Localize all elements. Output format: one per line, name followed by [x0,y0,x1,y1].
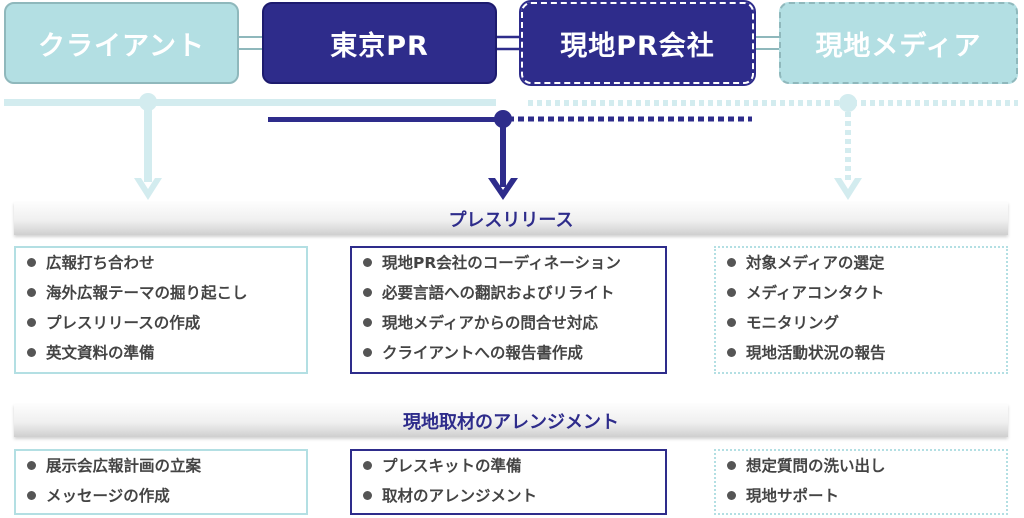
flow-box-tokyo-pr: 東京PR [262,2,497,84]
task-box-media-coverage: 想定質問の洗い出し 現地サポート [714,449,1008,515]
task-box-media-press: 対象メディアの選定 メディアコンタクト モニタリング 現地活動状況の報告 [714,246,1008,374]
task-box-client-coverage: 展示会広報計画の立案 メッセージの作成 [14,449,308,515]
flow-box-local-media-label: 現地メディア [815,30,982,62]
flow-box-client: クライアント [4,2,239,84]
flow-box-local-pr-label: 現地PR会社 [560,30,715,62]
task-item: プレスキットの準備 [362,455,665,485]
task-item: 取材のアレンジメント [362,485,665,515]
task-item: 英文資料の準備 [26,342,306,372]
task-item: プレスリリースの作成 [26,312,306,342]
flow-box-tokyo-pr-label: 東京PR [330,30,429,62]
section-title: プレスリリース [448,209,574,231]
client-timeline [4,93,496,200]
task-item: 展示会広報計画の立案 [26,455,306,485]
section-title: 現地取材のアレンジメント [403,411,619,433]
section-header-press-release: プレスリリース [14,202,1008,235]
task-item: 現地PR会社のコーディネーション [362,252,665,282]
flow-box-local-media: 現地メディア [779,2,1018,84]
task-item: 現地メディアからの問合せ対応 [362,312,665,342]
flow-box-local-pr: 現地PR会社 [519,0,756,86]
task-item: モニタリング [726,312,1006,342]
task-item: 広報打ち合わせ [26,252,306,282]
tokyo-timeline [268,110,752,200]
flow-box-client-label: クライアント [38,30,205,62]
task-item: 現地サポート [726,485,1006,515]
task-item: 想定質問の洗い出し [726,455,1006,485]
media-timeline [528,94,1018,200]
task-item: クライアントへの報告書作成 [362,342,665,372]
task-box-tokyo-coverage: プレスキットの準備 取材のアレンジメント [350,449,667,515]
task-item: 現地活動状況の報告 [726,342,1006,372]
task-box-client-press: 広報打ち合わせ 海外広報テーマの掘り起こし プレスリリースの作成 英文資料の準備 [14,246,308,374]
section-header-coverage: 現地取材のアレンジメント [14,404,1008,437]
task-item: 対象メディアの選定 [726,252,1006,282]
task-box-tokyo-press: 現地PR会社のコーディネーション 必要言語への翻訳およびリライト 現地メディアか… [350,246,667,374]
task-item: 必要言語への翻訳およびリライト [362,282,665,312]
task-item: メディアコンタクト [726,282,1006,312]
task-item: メッセージの作成 [26,485,306,515]
task-item: 海外広報テーマの掘り起こし [26,282,306,312]
flow-connectors [4,25,1018,200]
